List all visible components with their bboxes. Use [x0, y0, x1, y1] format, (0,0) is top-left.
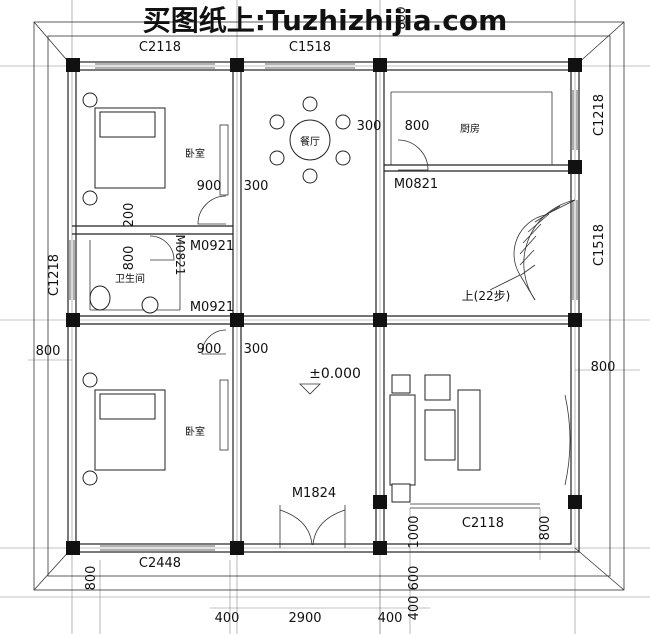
dim-300-b: 300: [244, 342, 269, 357]
stair-note: 上(22步): [462, 289, 511, 303]
room-label-bathroom: 卫生间: [115, 272, 145, 285]
room-label-dining: 餐厅: [300, 135, 320, 148]
dim-400-r: 400: [407, 596, 422, 621]
elevation-label: ±0.000: [309, 366, 361, 382]
door-label-m0821: M0821: [394, 177, 438, 192]
columns: [66, 58, 582, 555]
door-label-m0921-a: M0921: [190, 239, 234, 254]
dim-400-l: 400: [215, 611, 240, 626]
dim-800-kitchen: 800: [405, 119, 430, 134]
window-label-c2118-top: C2118: [139, 40, 181, 55]
staircase: [489, 199, 576, 301]
dim-400-b: 400: [378, 611, 403, 626]
dim-800-top: 800: [394, 7, 408, 30]
dim-900-a: 900: [197, 179, 222, 194]
window-label-c2118-bottom: C2118: [462, 516, 504, 531]
door-label-m0921-b: M0921: [190, 300, 234, 315]
dim-2900: 2900: [288, 611, 321, 626]
room-label-bedroom-top: 卧室: [185, 147, 205, 160]
window-label-c1518-top: C1518: [289, 40, 331, 55]
dim-1000: 1000: [407, 515, 422, 548]
room-label-bedroom-bottom: 卧室: [185, 425, 205, 438]
dim-900-b: 900: [197, 342, 222, 357]
window-label-c1218-left: C1218: [47, 254, 62, 296]
dim-800-right: 800: [591, 360, 616, 375]
dim-800-br: 800: [538, 516, 553, 541]
furniture: [82, 92, 481, 503]
window-label-c1218-right: C1218: [592, 94, 607, 136]
door-swings: [149, 139, 429, 548]
room-label-kitchen: 厨房: [460, 122, 480, 135]
dim-800-bath: 800: [122, 246, 137, 271]
dim-300-dining: 300: [357, 119, 382, 134]
walls: [67, 61, 580, 553]
window-label-c1518-right: C1518: [592, 224, 607, 266]
watermark-text: 买图纸上:Tuzhizhijia.com: [143, 4, 508, 37]
dim-300-a: 300: [244, 179, 269, 194]
window-marks: [69, 63, 578, 551]
dim-200: 200: [122, 203, 137, 228]
window-label-c2448-bottom: C2448: [139, 556, 181, 571]
eaves-outline: [33, 21, 625, 591]
elevation-marker: [299, 383, 321, 395]
dim-800-bl: 800: [84, 566, 99, 591]
dim-800-left: 800: [36, 344, 61, 359]
door-label-m1824: M1824: [292, 486, 336, 501]
door-label-m0821-b: M0821: [173, 235, 187, 276]
dim-600: 600: [407, 566, 422, 591]
